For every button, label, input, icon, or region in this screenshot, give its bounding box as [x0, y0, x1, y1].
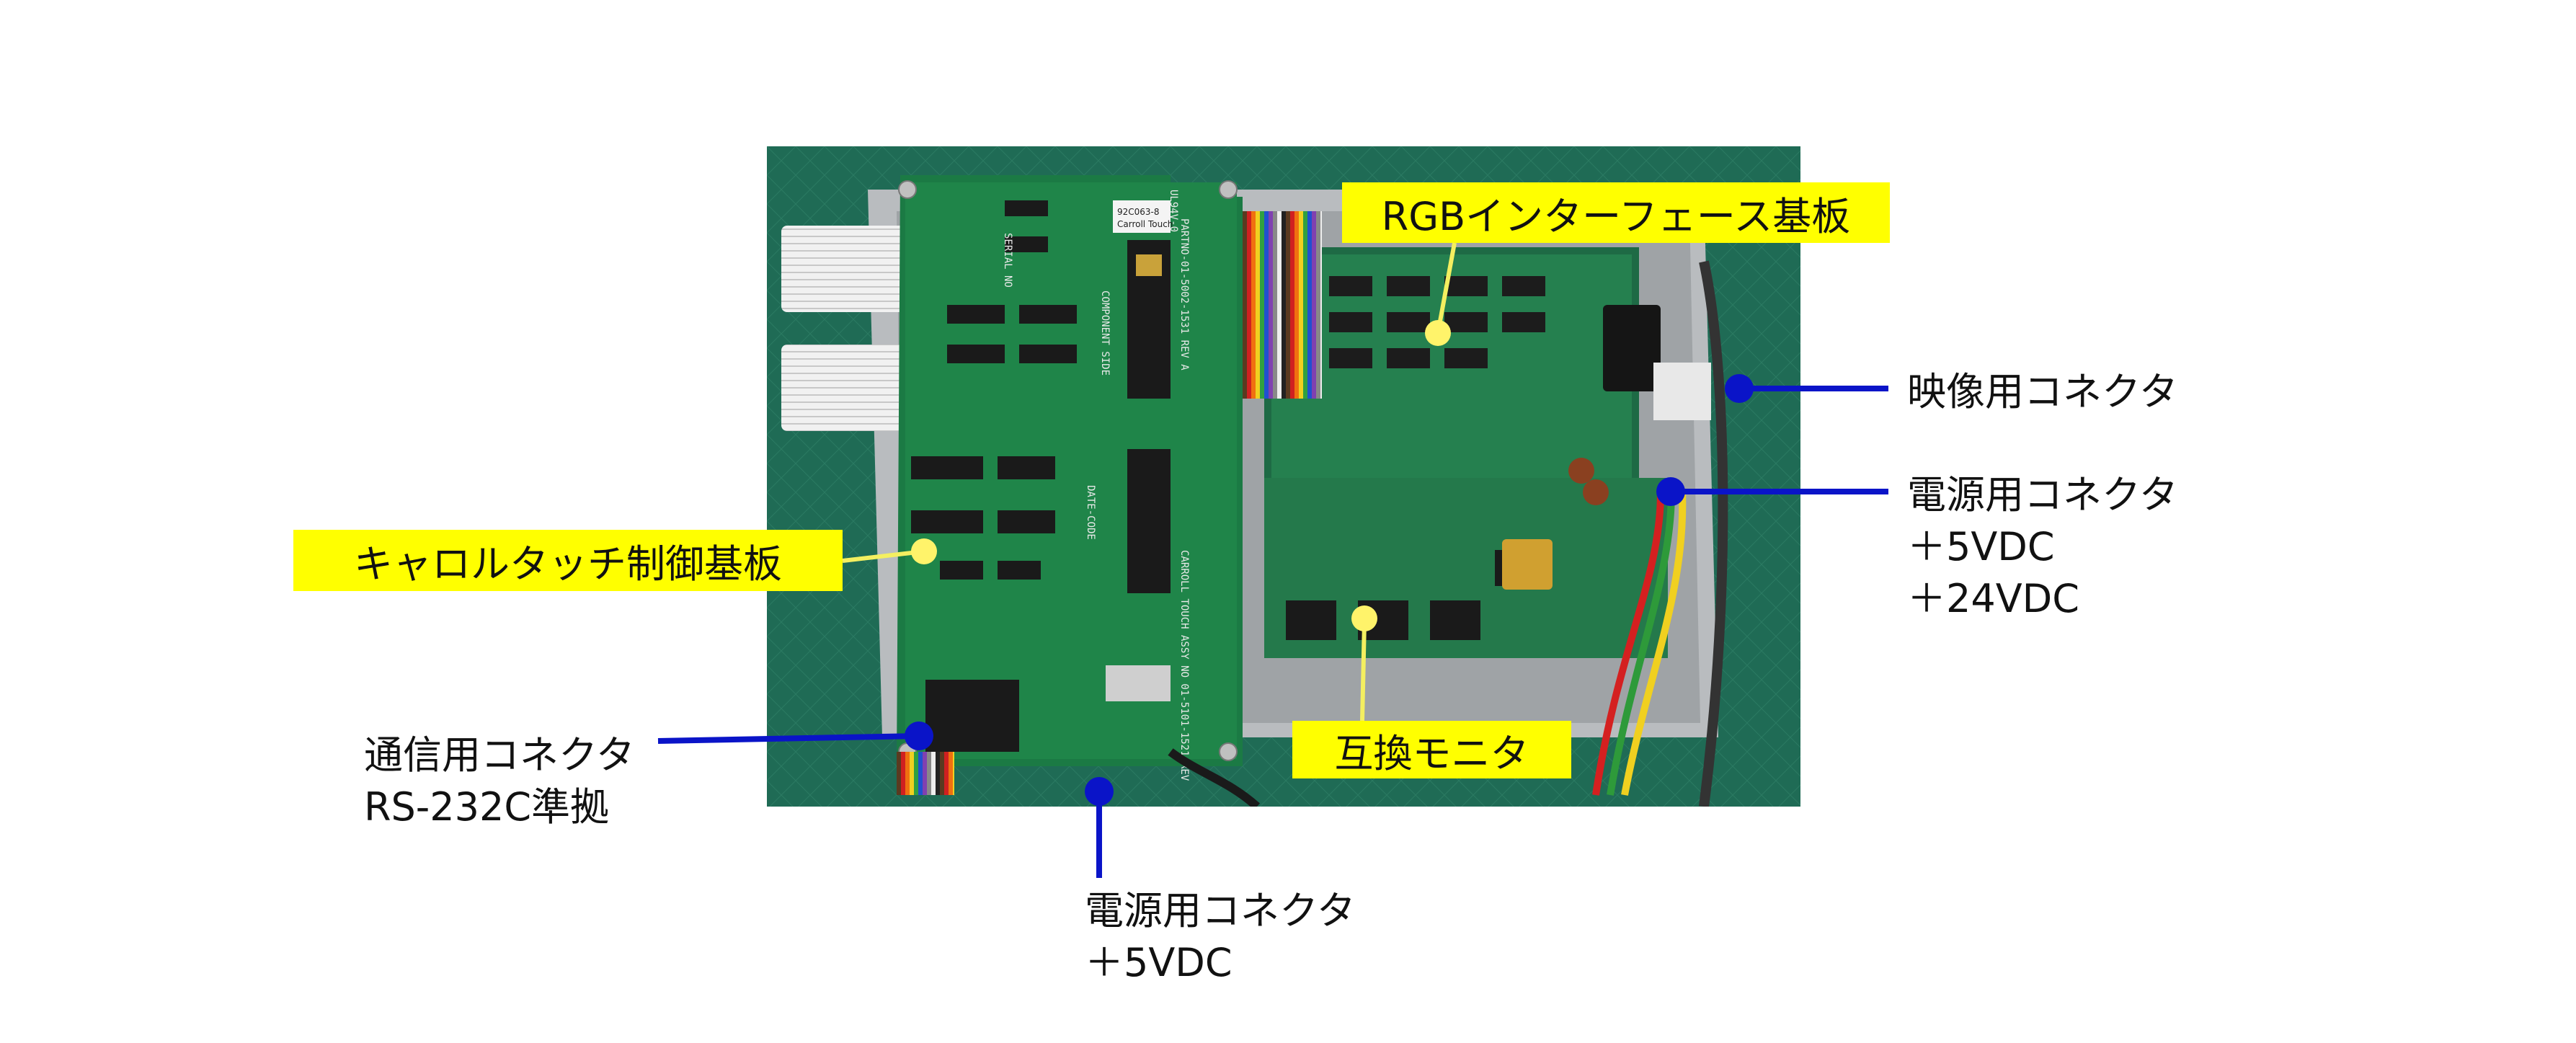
hardware-photo: SERIAL NO UL94V-0 COMPONENT SIDE DATE-CO…	[767, 146, 1800, 807]
pcb-assy-text: CARROLL TOUCH ASSY NO 01-5101-1521 REV	[1178, 550, 1190, 781]
carroll-board-text: キャロルタッチ制御基板	[354, 541, 782, 587]
pcb-serial-text: SERIAL NO	[1002, 233, 1013, 288]
pcb-part-no-text: PARTNO-01-5002-1531 REV A	[1178, 218, 1190, 370]
power-connector-right-title: 電源用コネクタ	[1907, 472, 2178, 518]
carroll-board-label: キャロルタッチ制御基板	[293, 530, 843, 591]
pcb-date-code-text: DATE-CODE	[1085, 485, 1096, 540]
comm-connector-title: 通信用コネクタ	[364, 732, 635, 778]
pcb-sticker-text: 92C063-8	[1117, 207, 1160, 217]
power-connector-bottom-label: 電源用コネクタ ＋5VDC	[1085, 885, 1356, 989]
power-connector-bottom-title: 電源用コネクタ	[1085, 888, 1356, 933]
rgb-board-label: RGBインターフェース基板	[1342, 182, 1890, 243]
power-connector-right-line1: ＋5VDC	[1907, 524, 2055, 569]
power-connector-bottom-line1: ＋5VDC	[1085, 940, 1233, 985]
compatible-monitor-text: 互換モニタ	[1334, 730, 1529, 776]
video-connector-text: 映像用コネクタ	[1907, 369, 2178, 414]
rgb-board-text: RGBインターフェース基板	[1381, 193, 1851, 239]
power-connector-right-line2: ＋24VDC	[1907, 576, 2079, 621]
comm-connector-label: 通信用コネクタ RS-232C準拠	[364, 729, 635, 833]
comm-connector-line1: RS-232C準拠	[364, 784, 610, 830]
pcb-component-side-text: COMPONENT SIDE	[1099, 290, 1111, 376]
compatible-monitor-label: 互換モニタ	[1292, 721, 1571, 778]
pcb-sticker-brand-text: Carroll Touch	[1117, 219, 1173, 229]
pcb-ul-text: UL94V-0	[1168, 190, 1179, 232]
video-connector-label: 映像用コネクタ	[1907, 366, 2178, 418]
power-connector-right-label: 電源用コネクタ ＋5VDC ＋24VDC	[1907, 469, 2178, 625]
